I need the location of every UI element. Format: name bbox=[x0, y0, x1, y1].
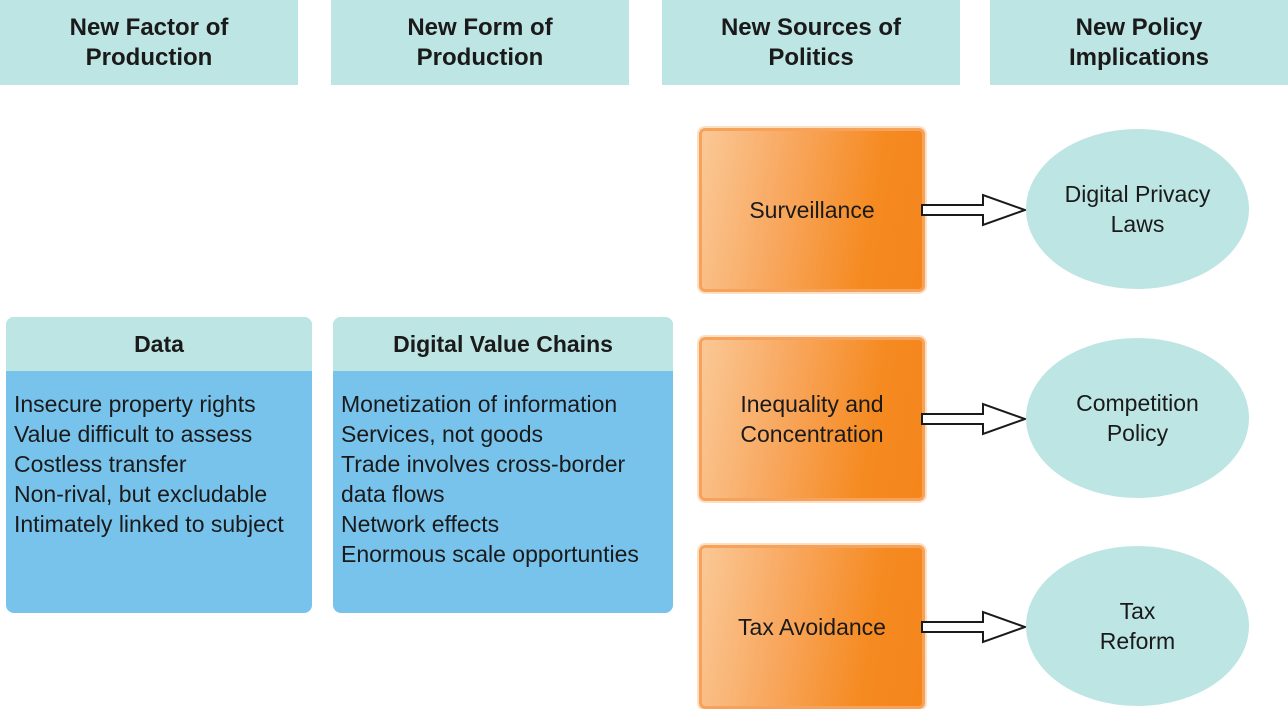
column-header-policy: New Policy Implications bbox=[990, 0, 1288, 85]
list-item: Trade involves cross-border bbox=[341, 451, 626, 477]
arrow-icon bbox=[921, 402, 1028, 436]
source-box-surveillance: Surveillance bbox=[699, 128, 925, 292]
list-item: Services, not goods bbox=[341, 421, 544, 447]
arrow-icon bbox=[921, 193, 1028, 227]
form-panel-list: Monetization of information Services, no… bbox=[333, 371, 673, 569]
list-item: Non-rival, but excludable bbox=[14, 481, 268, 507]
factor-panel-list: Insecure property rights Value difficult… bbox=[6, 371, 312, 539]
form-panel: Digital Value Chains Monetization of inf… bbox=[333, 317, 673, 613]
list-item: Monetization of information bbox=[341, 391, 618, 417]
factor-panel: Data Insecure property rights Value diff… bbox=[6, 317, 312, 613]
source-box-inequality: Inequality and Concentration bbox=[699, 337, 925, 501]
list-item: data flows bbox=[341, 481, 445, 507]
list-item: Insecure property rights bbox=[14, 391, 256, 417]
list-item: Intimately linked to subject bbox=[14, 511, 284, 537]
column-header-form: New Form of Production bbox=[331, 0, 629, 85]
policy-ellipse-privacy: Digital Privacy Laws bbox=[1026, 129, 1249, 289]
list-item: Network effects bbox=[341, 511, 500, 537]
list-item: Enormous scale opportunties bbox=[341, 541, 639, 567]
column-header-sources: New Sources of Politics bbox=[662, 0, 960, 85]
factor-panel-title: Data bbox=[6, 317, 312, 371]
policy-ellipse-competition: Competition Policy bbox=[1026, 338, 1249, 498]
list-item: Value difficult to assess bbox=[14, 421, 253, 447]
list-item: Costless transfer bbox=[14, 451, 187, 477]
source-box-tax-avoidance: Tax Avoidance bbox=[699, 545, 925, 709]
column-header-factor: New Factor of Production bbox=[0, 0, 298, 85]
policy-ellipse-tax-reform: Tax Reform bbox=[1026, 546, 1249, 706]
arrow-icon bbox=[921, 610, 1028, 644]
form-panel-title: Digital Value Chains bbox=[333, 317, 673, 371]
